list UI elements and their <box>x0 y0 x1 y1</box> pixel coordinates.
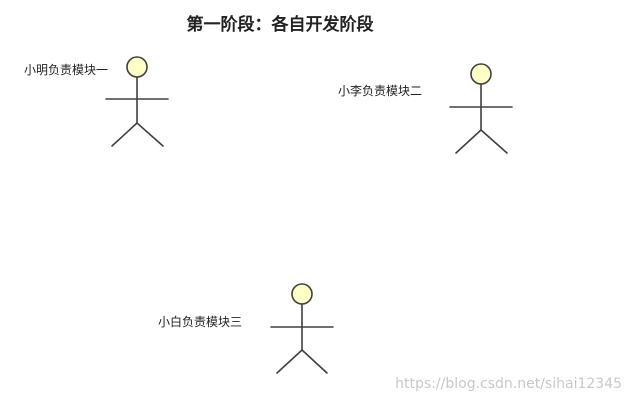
actor-leg-left <box>276 349 303 374</box>
actor-head <box>126 56 148 78</box>
actor-figure-2[interactable] <box>449 63 513 154</box>
actor-label-3: 小白负责模块三 <box>158 315 243 329</box>
actor-figure-1[interactable] <box>105 56 169 147</box>
actor-leg-right <box>480 129 508 154</box>
actor-head <box>470 63 492 85</box>
actor-head <box>291 283 313 305</box>
actor-label-2: 小李负责模块二 <box>338 84 423 98</box>
actor-figure-3[interactable] <box>270 283 334 374</box>
actor-leg-right <box>136 122 164 147</box>
actor-leg-left <box>455 129 482 154</box>
actor-label-1: 小明负责模块一 <box>24 63 109 77</box>
actor-leg-left <box>111 122 138 147</box>
actor-leg-right <box>301 349 328 374</box>
watermark-text: https://blog.csdn.net/sihai12345 <box>395 376 622 392</box>
diagram-title: 第一阶段：各自开发阶段 <box>186 15 374 35</box>
